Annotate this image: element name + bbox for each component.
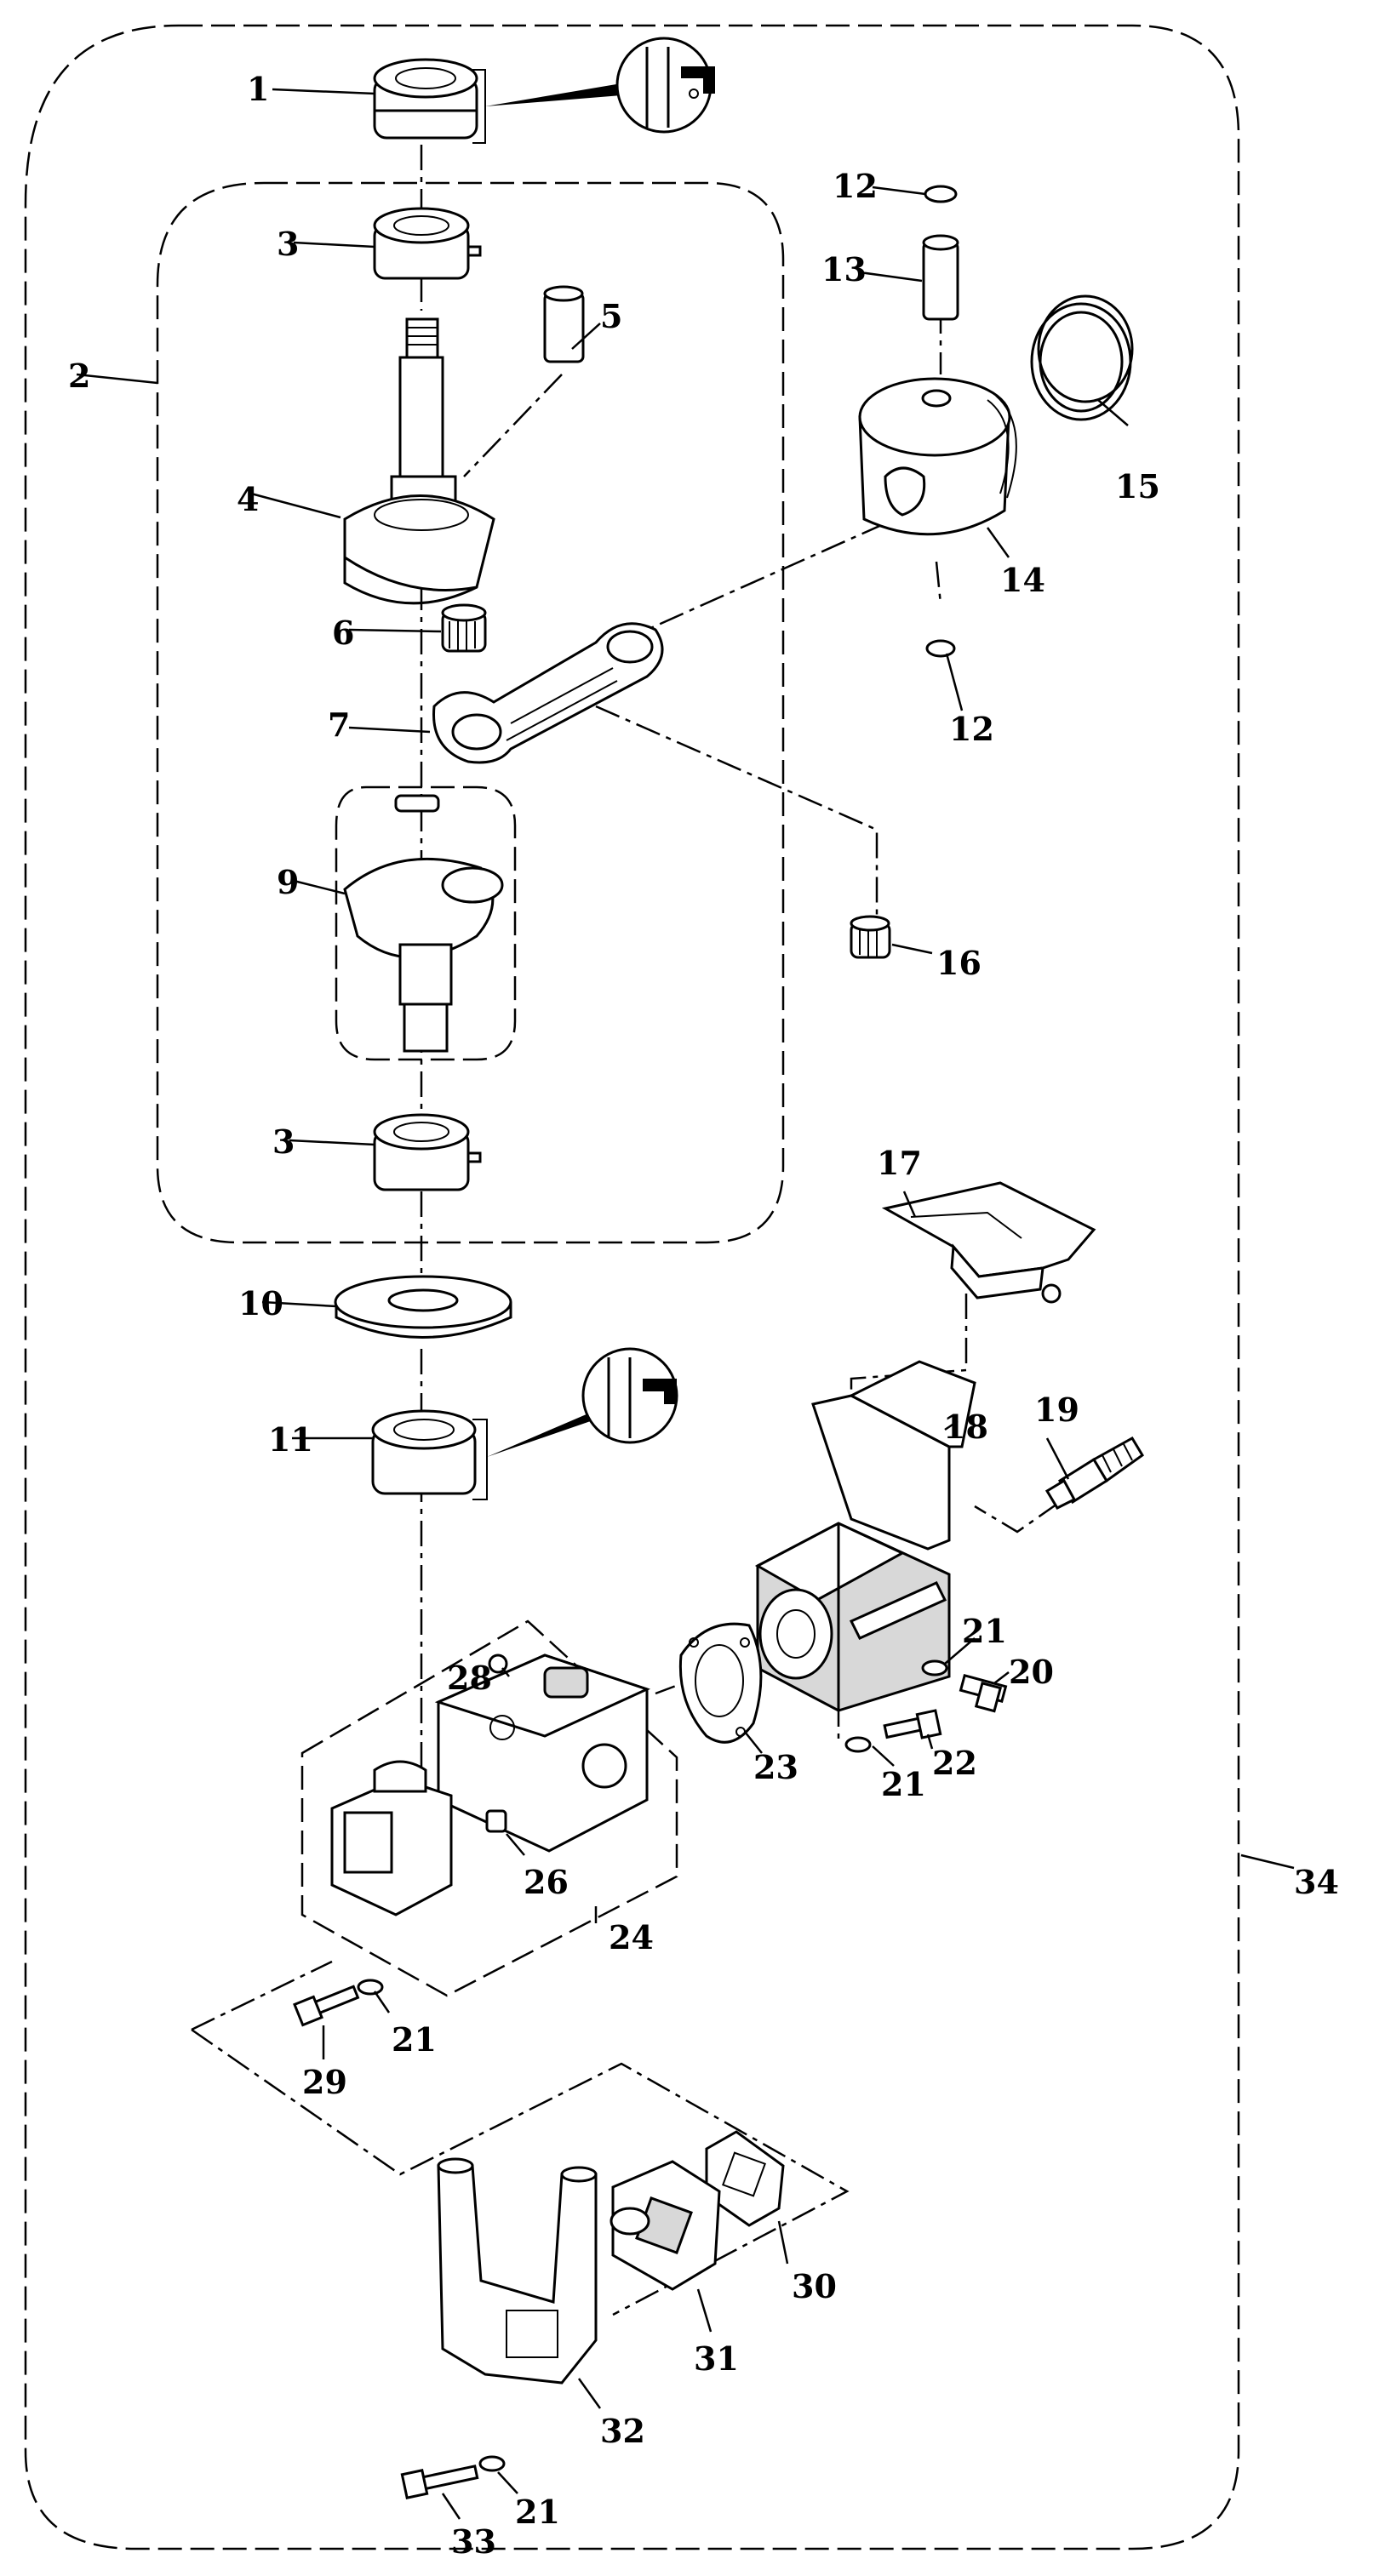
needle-bearing-part-6 bbox=[441, 603, 487, 653]
label-part-15: 15 bbox=[1115, 467, 1160, 505]
detail-callout-11 bbox=[581, 1347, 678, 1444]
crank-web-part-9 bbox=[343, 794, 504, 1053]
label-leaders bbox=[76, 88, 1295, 2520]
intake-block-part-31 bbox=[610, 2160, 721, 2291]
label-part-6: 6 bbox=[332, 614, 354, 652]
connecting-rod-part-7 bbox=[432, 622, 664, 764]
spark-plug-part-19 bbox=[1044, 1436, 1144, 1510]
crankshaft-group-boundary-2 bbox=[156, 181, 785, 1244]
label-part-20: 20 bbox=[1009, 1653, 1054, 1691]
label-part-21-a: 21 bbox=[962, 1612, 1007, 1650]
assembly-boundary-34 bbox=[24, 24, 1240, 2550]
crank-web-group-boundary-9 bbox=[335, 785, 517, 1061]
cover-plate-part-17 bbox=[881, 1181, 1096, 1304]
intake-manifold-part-32 bbox=[437, 2157, 598, 2385]
piston-rings-part-15 bbox=[1030, 294, 1134, 421]
bearing-part-3-lower bbox=[373, 1113, 482, 1191]
bolt-part-29 bbox=[293, 1985, 360, 2027]
label-part-4: 4 bbox=[237, 480, 259, 518]
label-part-21-b: 21 bbox=[881, 1765, 926, 1803]
piston-pin-part-13 bbox=[922, 234, 959, 321]
label-part-10: 10 bbox=[238, 1284, 283, 1322]
label-part-5: 5 bbox=[600, 297, 622, 335]
crankcase-group-boundary-24 bbox=[300, 1619, 678, 1997]
bearing-part-3-upper bbox=[373, 207, 482, 280]
label-part-14: 14 bbox=[1000, 561, 1045, 599]
label-part-12-lower: 12 bbox=[949, 710, 994, 748]
bracket-11 bbox=[472, 1419, 488, 1500]
label-part-23: 23 bbox=[753, 1748, 798, 1786]
needle-bearing-part-16 bbox=[850, 915, 891, 959]
bolt-part-33 bbox=[400, 2465, 479, 2499]
plug-part-26 bbox=[485, 1809, 507, 1833]
label-part-33: 33 bbox=[451, 2522, 496, 2561]
washer-part-21-b bbox=[844, 1736, 872, 1753]
crankcase-part-24 bbox=[330, 1654, 651, 1916]
label-part-21-c: 21 bbox=[392, 2020, 437, 2059]
label-part-26: 26 bbox=[524, 1863, 569, 1901]
label-part-21-d: 21 bbox=[515, 2493, 560, 2531]
label-part-31: 31 bbox=[694, 2339, 739, 2378]
label-part-17: 17 bbox=[877, 1144, 922, 1182]
bearing-part-1 bbox=[373, 58, 478, 140]
washer-part-21-d bbox=[478, 2455, 506, 2472]
label-part-7: 7 bbox=[328, 705, 350, 744]
washer-part-21-c bbox=[357, 1979, 384, 1996]
label-part-16: 16 bbox=[936, 944, 982, 982]
crankshaft-part-4 bbox=[343, 317, 495, 605]
label-part-13: 13 bbox=[821, 250, 867, 288]
pin-part-5 bbox=[543, 285, 585, 363]
label-part-12-upper: 12 bbox=[833, 167, 878, 205]
label-part-34: 34 bbox=[1294, 1863, 1339, 1901]
washer-part-21-a bbox=[921, 1659, 948, 1676]
label-part-29: 29 bbox=[302, 2063, 347, 2101]
label-part-3-lower: 3 bbox=[272, 1122, 295, 1161]
label-part-18: 18 bbox=[943, 1408, 988, 1446]
lower-plane-dashes bbox=[191, 1960, 850, 2316]
label-part-32: 32 bbox=[600, 2412, 645, 2450]
label-part-22: 22 bbox=[932, 1744, 977, 1782]
label-part-9: 9 bbox=[277, 863, 299, 901]
label-part-28: 28 bbox=[447, 1659, 492, 1697]
label-part-24: 24 bbox=[609, 1918, 654, 1956]
bearing-part-11 bbox=[371, 1409, 477, 1495]
piston-part-14 bbox=[858, 377, 1017, 536]
circlip-part-12-upper bbox=[924, 185, 958, 203]
callout-leader-1 bbox=[485, 83, 621, 106]
bolt-part-22 bbox=[883, 1709, 942, 1739]
label-part-11: 11 bbox=[268, 1420, 313, 1459]
cylinder-housing-part-18 bbox=[754, 1360, 976, 1712]
label-part-19: 19 bbox=[1034, 1391, 1079, 1429]
gasket-part-23 bbox=[678, 1622, 763, 1744]
circlip-part-12-lower bbox=[925, 639, 956, 658]
label-part-1: 1 bbox=[247, 70, 269, 108]
label-part-30: 30 bbox=[792, 2267, 837, 2305]
detail-callout-1 bbox=[615, 37, 715, 134]
label-part-2: 2 bbox=[68, 357, 90, 395]
bolt-part-20 bbox=[959, 1673, 1008, 1713]
washer-part-10 bbox=[334, 1275, 512, 1339]
label-part-3-upper: 3 bbox=[277, 225, 299, 263]
